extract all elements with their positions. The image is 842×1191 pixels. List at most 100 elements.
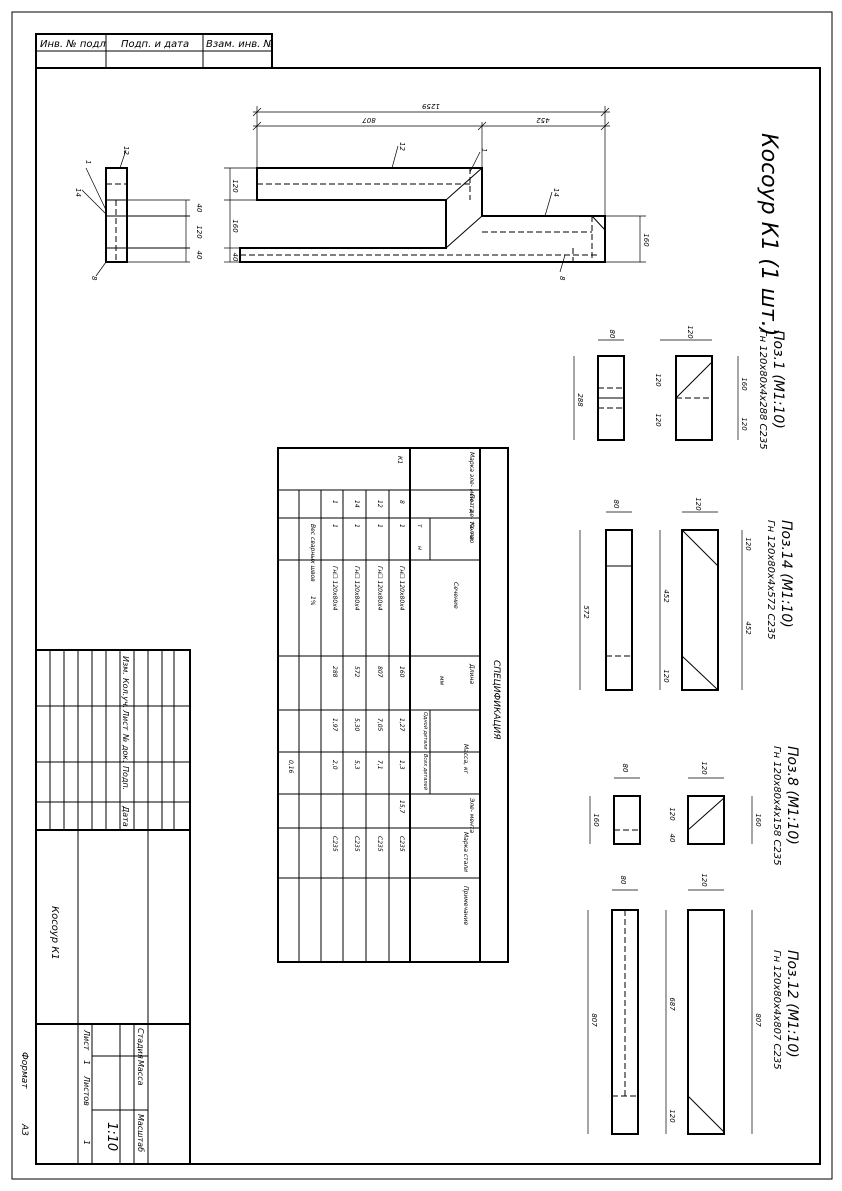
- stamp-vzam-inv: Взам. инв. №: [206, 39, 274, 50]
- dim-right-len: 452: [536, 116, 550, 124]
- tb-sheets-value: 1: [82, 1140, 91, 1145]
- dim-h-right: 160: [642, 233, 650, 247]
- spec-cell-poz: 8: [398, 500, 405, 504]
- side-view: 40 120 40 12 1 14 8: [74, 146, 203, 281]
- tb-row-izm: Изм.: [121, 656, 130, 675]
- pos1-dim-top: 120: [686, 325, 694, 339]
- stamp-podp-data: Подп. и дата: [121, 39, 189, 50]
- tb-row-list: Лист: [121, 709, 130, 731]
- pos14-dim-len: 572: [582, 605, 590, 619]
- spec-cell-steel: С235: [353, 836, 360, 852]
- spec-h-massa-vse: Всех деталей: [422, 754, 428, 791]
- spec-cell-m-one: 1,27: [398, 718, 405, 732]
- dim-h-mid: 160: [231, 219, 239, 233]
- spec-h-marka: Марка эле- мен- та: [468, 452, 475, 512]
- spec-cell-poz: 1: [331, 500, 338, 504]
- pos14-dim-d2: 120: [662, 669, 670, 683]
- callout-8: 8: [558, 276, 566, 281]
- dim-total: 1259: [422, 102, 440, 110]
- spec-cell-length: 572: [353, 666, 360, 678]
- detail-pos1: 288 80 120 120 120 160 120 Поз.1 (М1:10)…: [573, 325, 786, 450]
- tb-row-ndok: № док.: [121, 733, 130, 763]
- pos1-dim-h2: 120: [654, 413, 662, 427]
- spec-cell-qty: 1: [376, 524, 383, 528]
- pos14-dim-top: 120: [694, 497, 702, 511]
- pos8-dim-r1: 160: [754, 813, 762, 827]
- tb-sheet-label: Лист: [82, 1029, 91, 1051]
- side-dim-120: 120: [195, 225, 203, 239]
- detail-pos12: 807 80 120 687 120 807 Поз.12 (М1:10) Гн…: [587, 873, 800, 1135]
- inner-frame: [35, 67, 821, 1165]
- callout-12: 12: [398, 142, 406, 151]
- pos1-dim-w: 80: [608, 330, 616, 339]
- spec-cell-m-one: 5,30: [353, 718, 360, 732]
- spec-table: СПЕЦИФИКАЦИЯ Марка эле- мен- та Поз. де-…: [277, 447, 509, 963]
- spec-cell-qty: 1: [331, 524, 338, 528]
- footer-format-value: A3: [19, 1123, 29, 1136]
- spec-h-kolvo-n: н: [416, 546, 423, 550]
- spec-h-kolvo: Кол-во: [468, 522, 475, 543]
- side-callout-14: 14: [74, 188, 82, 197]
- spec-h-marka-stali: Марка стали: [462, 832, 469, 872]
- spec-cell-steel: С235: [398, 836, 405, 852]
- spec-element: К1: [396, 456, 403, 464]
- spec-h-massa-el: Эле- мента: [468, 797, 475, 833]
- tb-stage-header: Стадия: [136, 1028, 145, 1059]
- pos1-title: Поз.1 (М1:10): [770, 330, 786, 429]
- tb-sheet-value: 1: [82, 1060, 91, 1065]
- detail-pos8: 160 80 120 120 40 160 Поз.8 (М1:10) Гн 1…: [589, 746, 800, 866]
- tb-row-data: Дата: [121, 805, 130, 827]
- pos12-dim-len: 807: [590, 1013, 598, 1027]
- pos14-subtitle: Гн 120х80х4х572 С235: [765, 520, 776, 640]
- pos12-title: Поз.12 (М1:10): [784, 950, 800, 1058]
- pos8-dim-top: 120: [700, 761, 708, 775]
- side-callout-12: 12: [122, 146, 130, 155]
- spec-cell-length: 807: [376, 666, 383, 678]
- pos1-dim-h1: 120: [654, 373, 662, 387]
- stamp-inv-podl: Инв. № подл: [40, 39, 106, 50]
- spec-h-dlina-unit: мм: [438, 676, 445, 686]
- outer-border: [11, 11, 833, 1180]
- spec-cell-m-all: 7,1: [376, 760, 383, 770]
- pos12-dim-h1: 687: [668, 997, 676, 1011]
- tb-row-podp: Подп.: [121, 766, 130, 790]
- spec-cell-m-one: 7,05: [376, 718, 383, 732]
- pos1-dim-r2: 120: [740, 417, 748, 431]
- spec-cell-length: 160: [398, 666, 405, 678]
- spec-cell-m-all: 1,3: [398, 760, 405, 770]
- spec-cell-poz: 14: [353, 500, 360, 508]
- spec-cell-m-all: 2,0: [331, 760, 338, 770]
- spec-weld-mass: 0,16: [287, 760, 294, 774]
- spec-row: 1 1 Гн☐ 120х80х4 288 1,97 2,0 С235: [331, 500, 338, 852]
- spec-weld-label: Вес сварных швов: [309, 524, 316, 582]
- spec-row: 12 1 Гн☐ 120х80х4 807 7,05 7,1 С235: [376, 500, 383, 852]
- spec-cell-section: Гн☐ 120х80х4: [376, 566, 383, 611]
- spec-row: 14 1 Гн☐ 120х80х4 572 5,30 5,3 С235: [353, 500, 360, 852]
- main-view: 1259 807 452 120 160 40 160 12 1 14 8 Ко…: [224, 102, 781, 336]
- spec-cell-m-all: 5,3: [353, 760, 360, 770]
- spec-cell-steel: С235: [376, 836, 383, 852]
- tb-row-kolch: Кол.уч.: [121, 678, 130, 708]
- pos1-dim-r1: 160: [740, 377, 748, 391]
- dim-top-len: 807: [362, 116, 376, 124]
- spec-h-primech: Примечание: [462, 886, 469, 925]
- pos8-title: Поз.8 (М1:10): [784, 746, 800, 845]
- pos8-dim-h2: 40: [668, 834, 676, 843]
- detail-pos14: 572 80 120 452 120 120 452 Поз.14 (М1:10…: [579, 497, 794, 691]
- pos14-title: Поз.14 (М1:10): [778, 520, 794, 628]
- spec-cell-qty: 1: [353, 524, 360, 528]
- main-view-title: Косоур К1 (1 шт.): [756, 133, 781, 336]
- frame-stamp: Инв. № подл Подп. и дата Взам. инв. №: [35, 33, 274, 69]
- title-block: Изм. Кол.уч. Лист № док. Подп. Дата Косо…: [35, 649, 191, 1165]
- tb-sheets-label: Листов: [82, 1075, 91, 1106]
- pos8-dim-len: 160: [592, 813, 600, 827]
- pos1-subtitle: Гн 120х80х4х288 С235: [757, 330, 768, 450]
- pos8-dim-w: 80: [621, 764, 629, 773]
- spec-element-mass: 15,7: [398, 800, 405, 814]
- spec-title: СПЕЦИФИКАЦИЯ: [491, 660, 501, 739]
- spec-h-kolvo-t: т: [416, 524, 423, 528]
- dim-h-top: 120: [231, 179, 239, 193]
- side-callout-1: 1: [84, 160, 92, 164]
- pos14-dim-w: 80: [612, 500, 620, 509]
